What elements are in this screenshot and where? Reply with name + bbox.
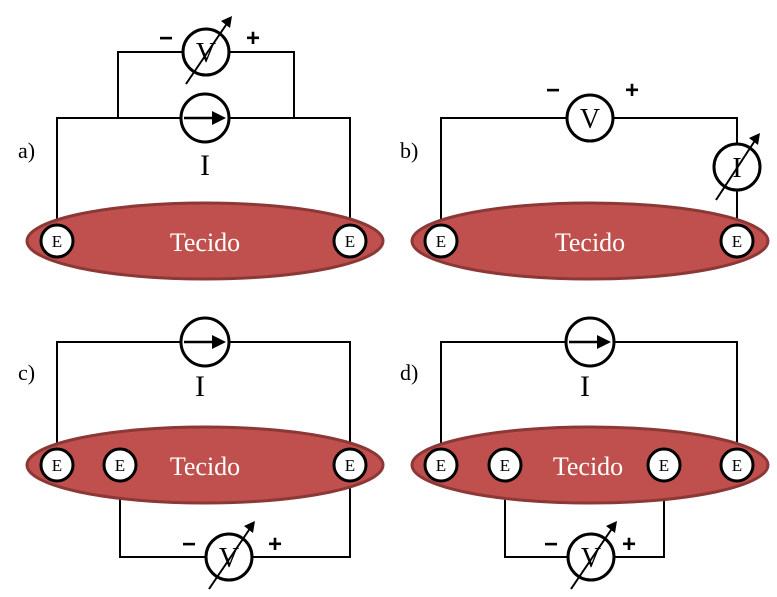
svg-text:V: V <box>580 104 600 135</box>
svg-text:E: E <box>436 232 446 251</box>
panel-c-plus-sign: + <box>268 531 282 558</box>
panel-c-electrode-inner-left: E <box>102 447 138 483</box>
panel-d-current-wire <box>440 341 738 460</box>
panel-b-plus-sign: + <box>625 77 639 104</box>
panel-c-current-label: I <box>195 370 205 403</box>
panel-c-voltmeter-icon: V <box>204 521 255 590</box>
panel-a-tissue-label: Tecido <box>170 228 240 257</box>
panel-c-electrode-right: E <box>332 447 368 483</box>
panel-b-electrode-right: E <box>719 223 755 259</box>
panel-c: c) Tecido E E E I V − + <box>18 316 385 590</box>
panel-c-current-wire <box>56 341 351 460</box>
panel-d-current-source-icon <box>564 316 616 368</box>
svg-text:E: E <box>659 456 669 475</box>
panel-c-current-source-icon <box>179 316 231 368</box>
panel-d-plus-sign: + <box>622 531 636 558</box>
panel-d: d) Tecido E E E E I V <box>400 316 770 590</box>
svg-text:E: E <box>345 456 355 475</box>
panel-d-label: d) <box>400 360 418 385</box>
svg-text:E: E <box>52 456 62 475</box>
panel-d-electrode-inner-right: E <box>646 447 682 483</box>
panel-d-electrode-outer-right: E <box>719 447 755 483</box>
svg-text:E: E <box>52 232 62 251</box>
panel-c-minus-sign: − <box>182 531 196 558</box>
panel-a-tissue <box>25 201 385 281</box>
panel-a: a) Tecido E E I V − <box>18 16 385 281</box>
panel-b-ammeter-icon: I <box>712 133 762 201</box>
panel-d-minus-sign: − <box>544 531 558 558</box>
panel-b-tissue-label: Tecido <box>555 228 625 257</box>
panel-d-electrode-inner-left: E <box>487 447 523 483</box>
panel-b-minus-sign: − <box>546 77 560 104</box>
panel-a-electrode-left: E <box>39 223 75 259</box>
panel-d-tissue-label: Tecido <box>553 452 623 481</box>
panel-a-minus-sign: − <box>159 25 173 52</box>
panel-b-voltmeter-icon: V <box>565 93 615 143</box>
svg-text:E: E <box>436 456 446 475</box>
panel-d-electrode-outer-left: E <box>423 447 459 483</box>
panel-c-electrode-outer-left: E <box>39 447 75 483</box>
panel-a-electrode-right: E <box>332 223 368 259</box>
svg-text:E: E <box>500 456 510 475</box>
panel-a-current-source-icon <box>179 92 231 144</box>
panel-d-voltmeter-icon: V <box>566 521 617 590</box>
panel-c-voltage-wire <box>119 472 351 558</box>
panel-d-current-label: I <box>580 370 590 403</box>
svg-text:E: E <box>345 232 355 251</box>
panel-a-voltage-wire <box>117 51 295 118</box>
panel-c-tissue-label: Tecido <box>170 452 240 481</box>
panel-a-plus-sign: + <box>246 25 260 52</box>
panel-a-label: a) <box>18 138 35 163</box>
panel-a-current-wire <box>56 117 351 236</box>
panel-c-label: c) <box>18 360 35 385</box>
svg-text:E: E <box>732 232 742 251</box>
panel-d-tissue <box>410 425 770 505</box>
panel-b: b) Tecido E E V − + I <box>400 77 770 281</box>
panel-a-current-label: I <box>200 149 210 182</box>
panel-b-label: b) <box>400 138 418 163</box>
panel-b-tissue <box>410 201 770 281</box>
panel-c-tissue <box>25 425 385 505</box>
panel-b-electrode-left: E <box>423 223 459 259</box>
svg-text:E: E <box>115 456 125 475</box>
panel-a-voltmeter-icon: V <box>181 16 232 85</box>
svg-text:E: E <box>732 456 742 475</box>
